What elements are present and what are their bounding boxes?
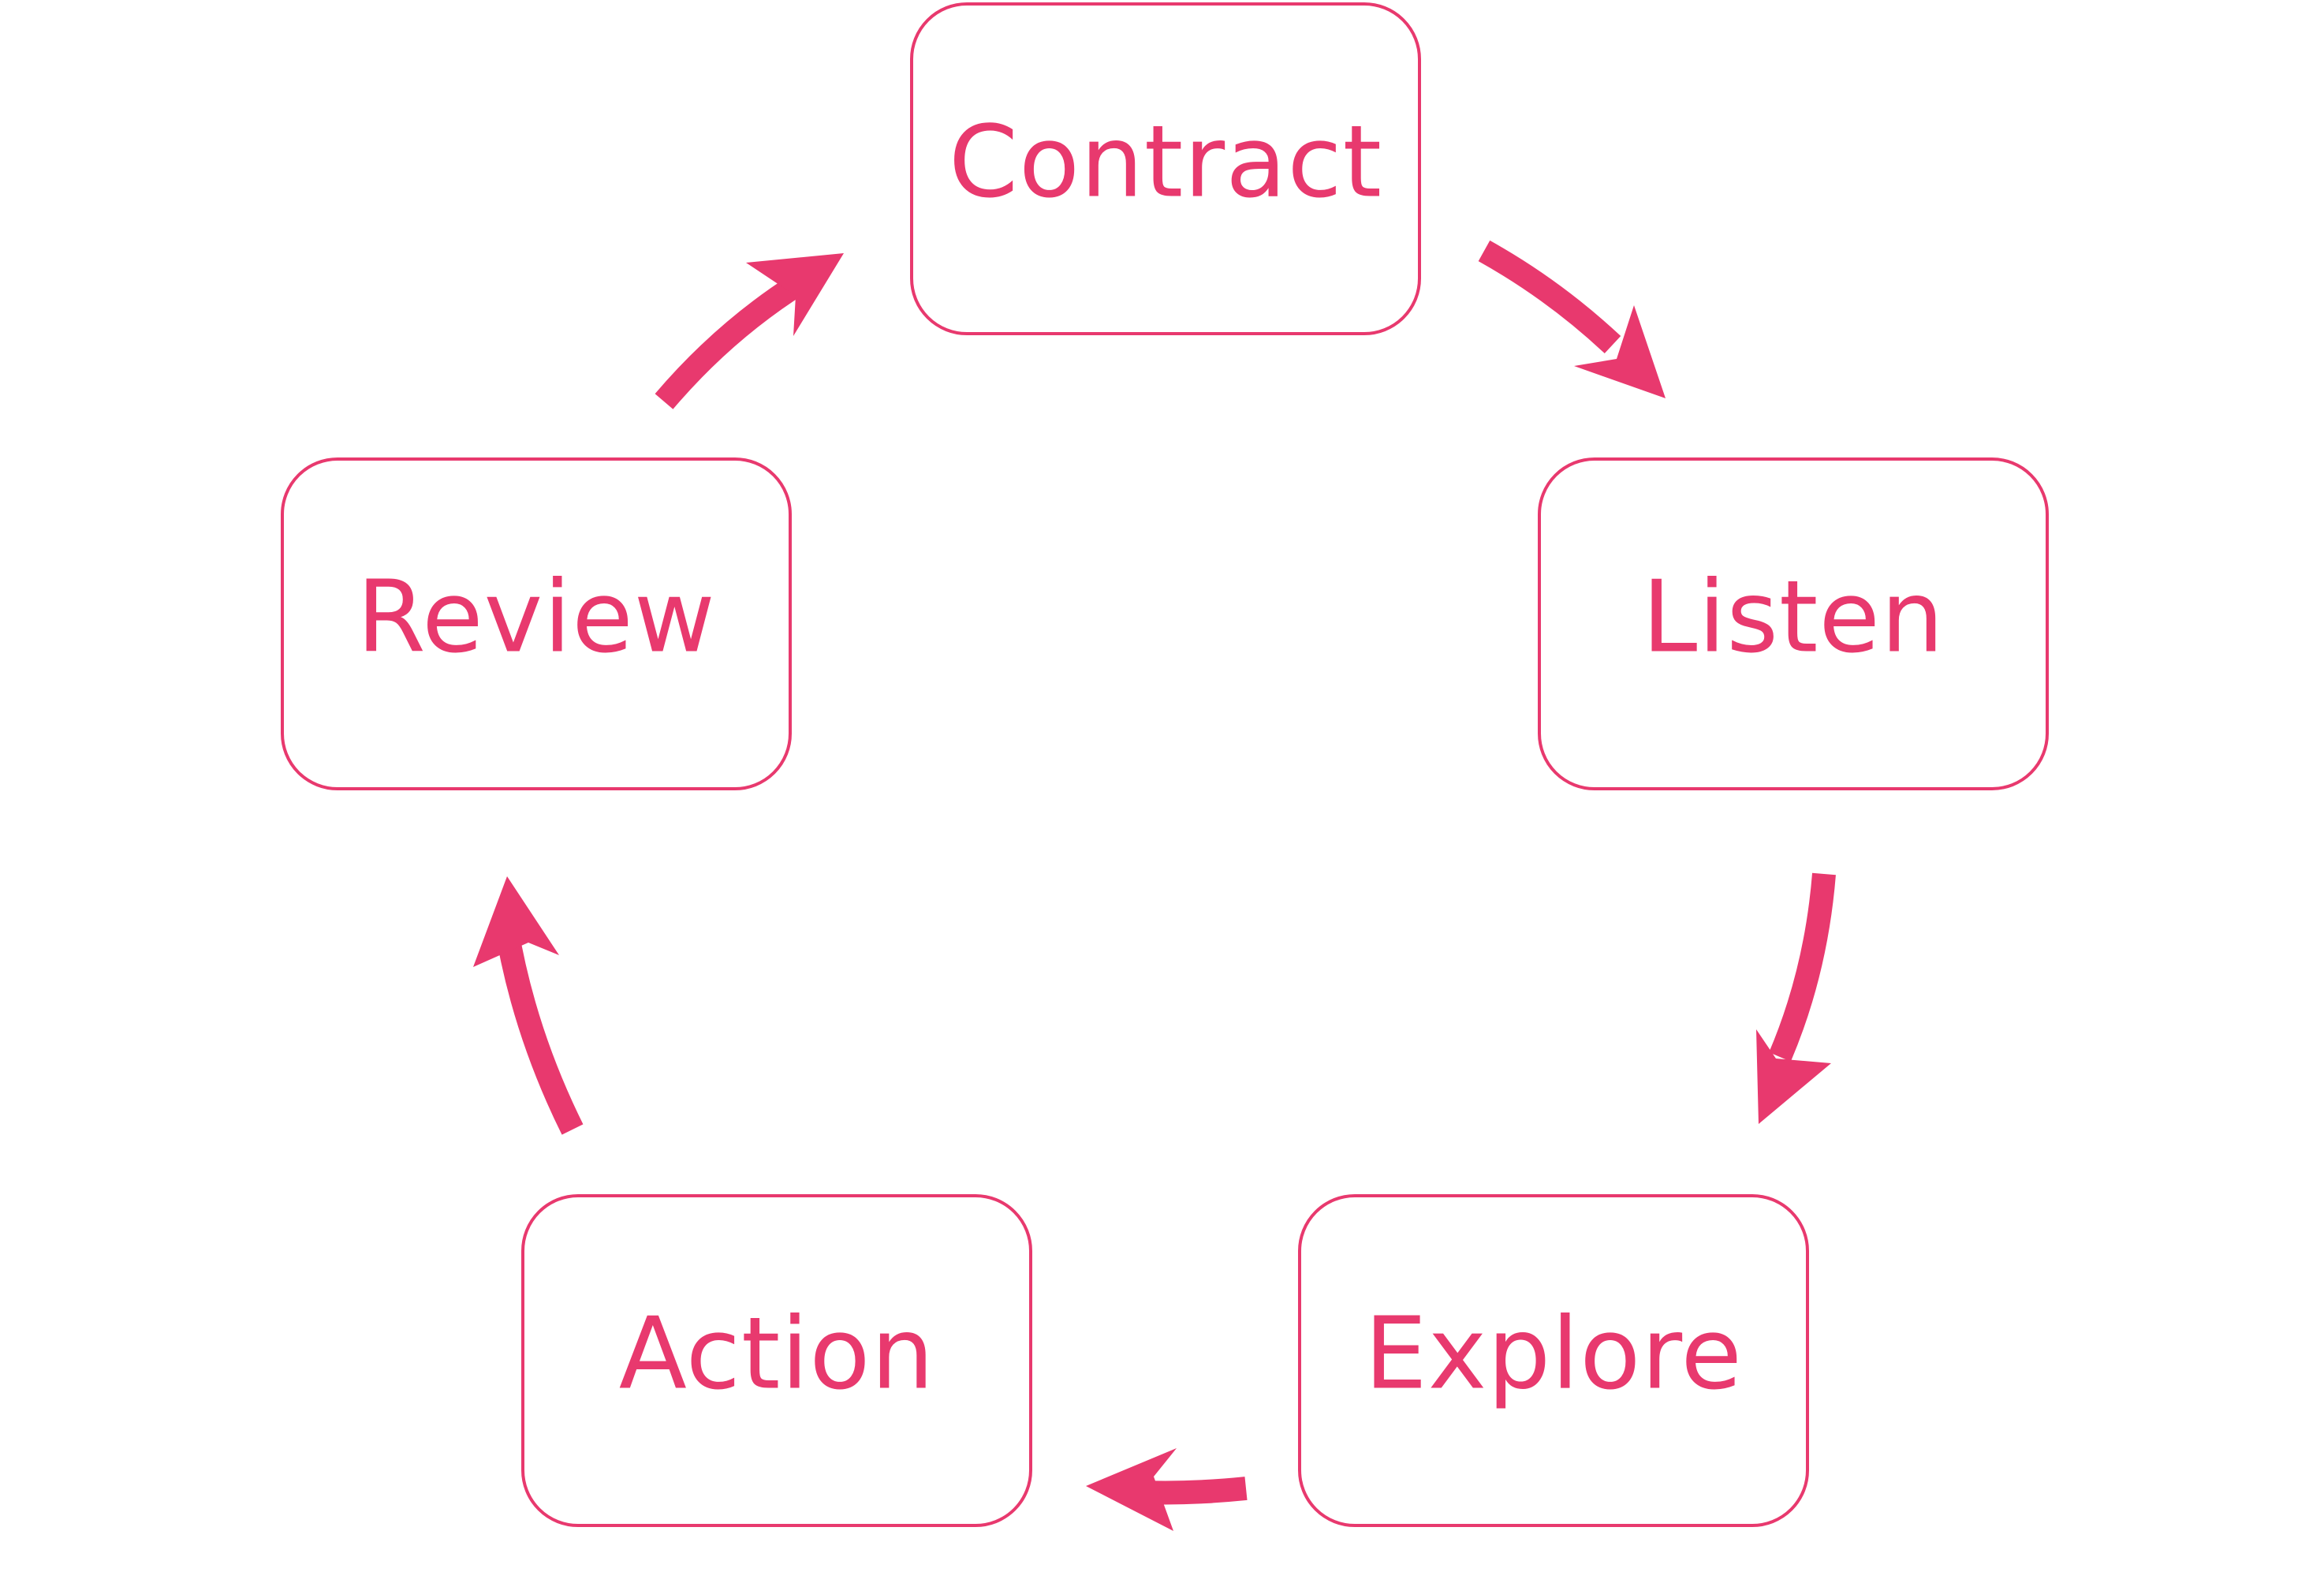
stage-contract: Contract [910,2,1421,335]
stage-listen-box [1538,457,2049,790]
arrow-contract-to-listen-shaft [1478,240,1621,353]
arrow-explore-to-action-head [1086,1448,1177,1531]
arrow-explore-to-action [1086,1448,1248,1531]
stage-review: Review [281,457,792,790]
stage-explore-label: Explore [1364,1296,1743,1412]
arrow-contract-to-listen [1478,240,1666,398]
arrow-action-to-review [473,876,584,1135]
arrow-action-to-review-head [473,876,559,967]
stage-action: Action [521,1194,1032,1527]
arrow-contract-to-listen-head [1574,305,1666,398]
arrow-review-to-contract-head [746,253,844,336]
arrow-review-to-contract [655,253,844,409]
stage-listen: Listen [1538,457,2049,790]
stage-explore-box [1298,1194,1809,1527]
stage-explore: Explore [1298,1194,1809,1527]
stage-action-label: Action [619,1296,935,1412]
stage-contract-box [910,2,1421,335]
arrow-action-to-review-shaft [494,924,584,1135]
stage-review-box [281,457,792,790]
arrow-listen-to-explore-head [1756,1029,1831,1124]
arrow-review-to-contract-shaft [655,275,803,409]
stage-action-box [521,1194,1032,1527]
arrow-listen-to-explore-shaft [1769,872,1836,1062]
stage-contract-label: Contract [949,104,1382,220]
stage-review-label: Review [356,559,716,675]
arrow-listen-to-explore [1756,872,1836,1124]
stage-listen-label: Listen [1642,559,1945,675]
